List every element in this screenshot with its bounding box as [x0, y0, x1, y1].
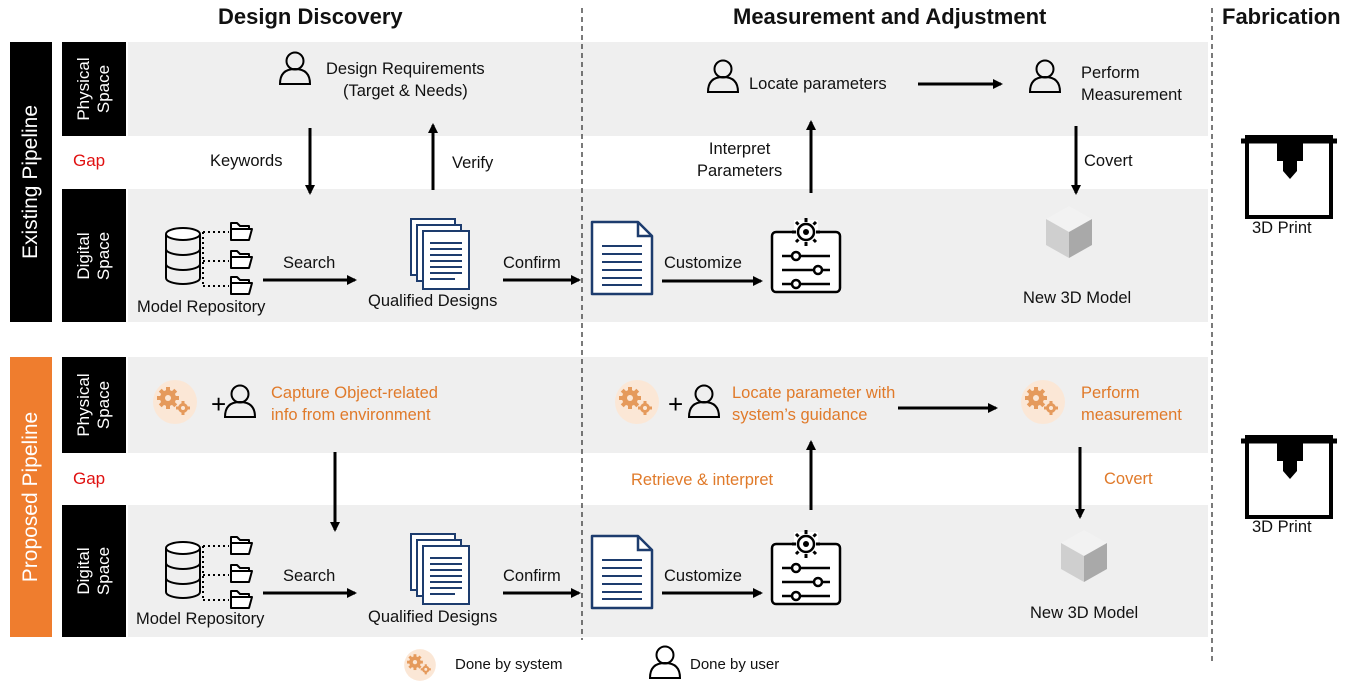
proposed-capture-user-icon [224, 384, 256, 418]
existing-locate-user-icon [707, 59, 739, 93]
proposed-repository-icon [166, 537, 252, 608]
existing-interpret-parameters: Interpret Parameters [697, 140, 783, 180]
existing-requirements-user-icon [279, 51, 311, 85]
proposed-qualified-designs: Qualified Designs [368, 608, 498, 626]
existing-customize-panel-icon [770, 216, 842, 294]
proposed-locate-user-icon [688, 384, 720, 418]
header-measurement: Measurement and Adjustment [733, 4, 1047, 29]
svg-text:+: + [211, 389, 226, 419]
proposed-qualified-docs-icon [410, 533, 470, 605]
proposed-gap-label: Gap [73, 469, 106, 488]
existing-digital-space-label-box: Digital Space [62, 189, 126, 322]
proposed-pipeline-bar: Proposed Pipeline [10, 357, 52, 637]
proposed-new-model: New 3D Model [1030, 604, 1139, 622]
existing-3d-printer-icon [1241, 137, 1337, 217]
existing-customize-label: Customize [664, 254, 742, 272]
proposed-model-repository: Model Repository [136, 610, 265, 628]
header-design-discovery: Design Discovery [218, 4, 403, 29]
proposed-customize-panel-icon [770, 528, 842, 606]
proposed-document-icon [590, 534, 654, 610]
existing-digital-band [128, 189, 1208, 322]
proposed-retrieve-label: Retrieve & interpret [631, 471, 774, 489]
existing-verify-label: Verify [452, 154, 494, 172]
existing-print-label: 3D Print [1252, 219, 1312, 237]
proposed-digital-band [128, 505, 1208, 637]
existing-keywords-label: Keywords [210, 152, 283, 170]
existing-measure-user-icon [1029, 59, 1061, 93]
existing-new-model: New 3D Model [1023, 289, 1132, 307]
existing-physical-space-label-box: Physical Space [62, 42, 126, 136]
legend-system-label: Done by system [455, 656, 563, 673]
existing-search-label: Search [283, 254, 336, 272]
proposed-digital-space-label-box: Digital Space [62, 505, 126, 637]
existing-perform-measurement: Perform Measurement [1081, 64, 1182, 104]
proposed-confirm-label: Confirm [503, 567, 561, 585]
legend-user-label: Done by user [690, 656, 780, 673]
existing-locate-parameters: Locate parameters [749, 75, 887, 93]
proposed-measure-system-icon [1021, 380, 1065, 424]
existing-physical-band [128, 42, 1208, 136]
proposed-physical-space-label-box: Physical Space [62, 357, 126, 453]
header-fabrication: Fabrication [1222, 4, 1341, 29]
existing-design-requirements: Design Requirements (Target & Needs) [326, 60, 485, 100]
existing-3d-model-cube-icon [1046, 206, 1092, 258]
existing-qualified-designs: Qualified Designs [368, 292, 498, 310]
proposed-locate-guidance: Locate parameter with system’s guidance [732, 384, 896, 424]
existing-model-repository: Model Repository [137, 298, 266, 316]
legend-user-icon [649, 645, 681, 679]
legend-system-icon [404, 649, 436, 681]
proposed-covert-label: Covert [1104, 470, 1153, 488]
existing-pipeline-bar: Existing Pipeline [10, 42, 52, 322]
proposed-3d-printer-icon [1241, 437, 1337, 517]
proposed-customize-label: Customize [664, 567, 742, 585]
existing-qualified-docs-icon [410, 218, 470, 290]
proposed-capture-system-icon [153, 380, 197, 424]
existing-repository-icon [166, 223, 252, 294]
existing-covert-label: Covert [1084, 152, 1133, 170]
existing-document-icon [590, 220, 654, 296]
proposed-perform-measurement: Perform measurement [1081, 384, 1182, 424]
svg-text:+: + [668, 389, 683, 419]
existing-confirm-label: Confirm [503, 254, 561, 272]
proposed-3d-model-cube-icon [1061, 530, 1107, 582]
proposed-search-label: Search [283, 567, 336, 585]
proposed-locate-system-icon [615, 380, 659, 424]
existing-gap-label: Gap [73, 151, 106, 170]
proposed-capture-info: Capture Object-related info from environ… [271, 384, 438, 424]
proposed-print-label: 3D Print [1252, 518, 1312, 536]
